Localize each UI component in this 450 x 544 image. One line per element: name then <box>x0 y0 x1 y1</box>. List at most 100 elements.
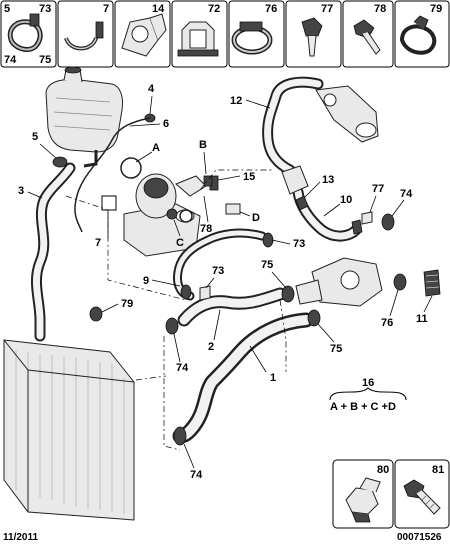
egr-valve-body <box>315 85 379 143</box>
part-73b-clip <box>199 285 211 301</box>
thumb-label-74: 74 <box>4 54 17 66</box>
callout-73-low: 73 <box>212 265 224 277</box>
part-11-cap <box>423 269 441 297</box>
thumb-clamp-76: 76 <box>228 0 285 68</box>
push-clip-icon <box>301 17 323 57</box>
thumb-screw-78: 78 <box>342 0 394 68</box>
callout-79: 79 <box>121 298 133 310</box>
clamp-74c-icon <box>173 426 187 446</box>
clamp-75a-icon <box>281 285 295 303</box>
callout-B: B <box>199 139 207 151</box>
thumb-clip-77: 77 <box>285 0 342 68</box>
callout-5: 5 <box>32 131 38 143</box>
callout-73-mid: 73 <box>293 238 305 250</box>
thumb-label-78: 78 <box>374 3 386 15</box>
thumb-label-73: 73 <box>39 3 51 15</box>
callout-75-upper: 75 <box>261 259 273 271</box>
clamp-76-icon <box>393 273 407 291</box>
radiator <box>3 339 135 521</box>
inset-80: 80 <box>332 459 394 529</box>
thumb-label-5: 5 <box>4 3 10 15</box>
thumb-clamp-5-73-74-75: 5 73 74 75 <box>0 0 57 68</box>
assembly-outline <box>65 169 287 451</box>
callout-A: A <box>152 142 160 154</box>
thumb-label-75: 75 <box>39 54 51 66</box>
thumb-clip-79: 79 <box>394 0 450 68</box>
callout-75-lower: 75 <box>330 343 342 355</box>
nut-clip-icon <box>345 477 381 523</box>
clip-79-icon <box>89 306 103 322</box>
clamp-74b-icon <box>381 213 395 231</box>
inset-label-80: 80 <box>377 464 389 476</box>
thumbnail-strip: 5 73 74 75 7 14 <box>0 0 450 68</box>
callout-78: 78 <box>200 223 212 235</box>
thumb-clip-72: 72 <box>171 0 228 68</box>
callout-9: 9 <box>143 275 149 287</box>
o-ring-C-icon <box>179 209 193 223</box>
clamp-5-icon <box>52 156 68 168</box>
thumb-bracket-14: 14 <box>114 0 171 68</box>
worm-clamp-icon <box>231 21 273 55</box>
hose-3 <box>30 162 76 342</box>
clip-B-icon <box>203 175 213 187</box>
callout-76: 76 <box>381 317 393 329</box>
thumb-clip-7: 7 <box>57 0 114 68</box>
callouts: 4 6 5 3 7 A B 15 78 D C 12 13 <box>18 83 433 481</box>
coolant-pump-assembly <box>123 173 219 257</box>
hose-2 <box>177 287 287 327</box>
o-ring-A-icon <box>120 157 142 179</box>
hose-clamp-icon <box>7 13 43 52</box>
clip-C-icon <box>166 208 178 220</box>
bracket-icon <box>121 13 167 57</box>
callout-1: 1 <box>270 372 276 384</box>
callout-6: 6 <box>163 118 169 130</box>
callout-74-bottom: 74 <box>190 469 203 481</box>
hose-12 <box>262 76 324 176</box>
callout-3: 3 <box>18 185 24 197</box>
callout-77: 77 <box>372 183 384 195</box>
hose-clamps <box>52 113 407 446</box>
clamp-75b-icon <box>307 309 321 327</box>
spring-clip-icon <box>399 15 437 55</box>
part-13-clip <box>295 195 309 211</box>
callout-10: 10 <box>340 194 352 206</box>
footer-date: 11/2011 <box>3 532 38 543</box>
thumb-label-76: 76 <box>265 3 277 15</box>
clamp-9-icon <box>180 284 192 300</box>
hose-9 <box>173 228 267 301</box>
kit-16-formula: 16 A + B + C +D <box>329 377 407 413</box>
thumb-label-7: 7 <box>103 3 109 15</box>
clamp-73-icon <box>262 232 274 248</box>
part-77-clip <box>361 211 373 225</box>
callout-74-left: 74 <box>176 362 189 374</box>
bolt-icon <box>403 479 441 515</box>
callout-12: 12 <box>230 95 242 107</box>
thumb-label-72: 72 <box>208 3 220 15</box>
sensor-cable-6 <box>74 117 151 233</box>
callout-13: 13 <box>322 174 334 186</box>
callout-2: 2 <box>208 341 214 353</box>
thumb-label-77: 77 <box>321 3 333 15</box>
thermostat-housing <box>295 257 383 307</box>
hose-1 <box>172 312 314 444</box>
cable-clip-icon <box>64 21 104 51</box>
callout-C: C <box>176 237 184 249</box>
pipe-clip-icon <box>177 21 219 57</box>
thumb-label-14: 14 <box>152 3 165 15</box>
callout-7: 7 <box>95 237 101 249</box>
footer-code: 00071526 <box>397 532 442 543</box>
callout-74-upper: 74 <box>400 188 413 200</box>
thumb-label-79: 79 <box>430 3 442 15</box>
clamp-74a-icon <box>165 317 179 335</box>
part-10-end <box>351 219 363 235</box>
inset-label-81: 81 <box>432 464 444 476</box>
formula-text: A + B + C +D <box>330 401 396 413</box>
callout-16: 16 <box>362 377 374 389</box>
inset-81: 81 <box>394 459 450 529</box>
clip-D-icon <box>225 203 241 215</box>
callout-15: 15 <box>243 171 255 183</box>
expansion-tank <box>45 66 123 168</box>
screw-icon <box>353 19 381 55</box>
callout-11: 11 <box>416 313 428 325</box>
